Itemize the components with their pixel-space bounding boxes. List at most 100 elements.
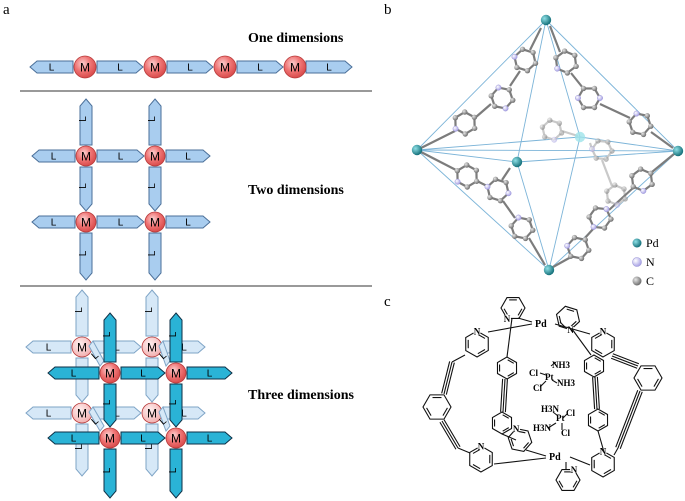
metal-node: M — [75, 145, 97, 167]
metal-label: M — [147, 341, 157, 355]
cage-structure — [411, 14, 684, 276]
carbon-atom — [497, 198, 504, 204]
carbon-atom — [648, 170, 654, 177]
pyridine-ring: N — [500, 297, 526, 324]
guest1-cl-bottom: Cl — [533, 383, 542, 393]
ligand-label: L — [114, 343, 120, 354]
metal-label: M — [80, 61, 90, 75]
carbon-atom — [547, 117, 553, 123]
metal-node: M — [143, 55, 167, 79]
carbon-atom — [640, 131, 647, 138]
ligand-left: L — [31, 215, 76, 229]
carbon-atom — [524, 68, 531, 74]
carbon-atom — [605, 139, 611, 145]
ligand-bridge: L — [166, 60, 214, 74]
metal-label: M — [150, 150, 160, 164]
carbon-atom — [514, 64, 520, 71]
panel-b-label: b — [384, 2, 392, 18]
ligand-label: L — [168, 331, 179, 337]
guest-complex-1: NH3 Cl Pt Cl NH3 — [529, 360, 576, 393]
nitrogen-atom — [495, 84, 502, 91]
metal-label: M — [105, 432, 115, 446]
ligand-label: L — [181, 409, 187, 420]
carbon-atom — [649, 181, 655, 187]
metal-node: M — [213, 55, 237, 79]
metal-label: M — [81, 216, 91, 230]
ligand-label: L — [74, 307, 85, 313]
legend-c-swatch — [632, 276, 642, 286]
nitrogen-atom — [454, 178, 461, 185]
cage-edge — [416, 149, 518, 163]
front-ligand-bottom: L — [102, 448, 117, 499]
back-ligand-right: L — [162, 406, 206, 420]
carbon-atom — [530, 227, 536, 233]
pd-bottom-label: Pd — [549, 452, 561, 463]
pyridine-ring — [496, 356, 518, 380]
carbon-atom — [573, 63, 579, 69]
ligand-label: L — [185, 218, 191, 229]
ligand-label: L — [46, 343, 52, 354]
cage-edge — [545, 19, 679, 152]
nitrogen-atom — [633, 110, 640, 117]
carbon-atom — [603, 156, 609, 162]
ligand-top: L — [147, 98, 162, 146]
carbon-atom — [464, 162, 470, 168]
guest1-cl-left: Cl — [529, 368, 538, 378]
carbon-atom — [622, 196, 628, 202]
front-ligand-top: L — [102, 312, 117, 363]
back-metal-node: M — [71, 402, 93, 424]
carbon-atom — [586, 214, 592, 220]
nitrogen-atom — [603, 206, 610, 213]
diagonal-ligand: L — [158, 405, 171, 433]
legend-n-swatch — [632, 257, 642, 267]
guest2-h3n-bottom: H3N — [533, 423, 552, 433]
carbon-atom — [564, 70, 571, 76]
back-ligand-bridge: L — [92, 340, 142, 354]
back-ligand-bridge-vertical: L — [74, 357, 89, 403]
n-label: N — [474, 327, 481, 337]
carbon-atom — [593, 155, 599, 161]
cage-edge — [416, 149, 550, 271]
guest1-nh3-top: NH3 — [552, 360, 571, 370]
back-ligand-bridge: L — [92, 406, 142, 420]
three-dimensions-title: Three dimensions — [248, 388, 354, 403]
back-ligand-bridge-vertical: L — [144, 357, 159, 403]
carbon-atom — [608, 216, 614, 222]
carbon-atom — [621, 186, 627, 192]
ligand-label: L — [158, 350, 170, 362]
ligand-label: L — [71, 434, 77, 445]
metal-label: M — [150, 61, 160, 75]
ligand-label: L — [118, 152, 124, 163]
nitrogen-atom — [564, 242, 571, 249]
legend-c-label: C — [646, 274, 654, 288]
carbon-atom — [592, 205, 599, 211]
front-ligand-bridge: L — [120, 431, 166, 445]
pyridine-ring: N — [591, 327, 615, 358]
carbon-atom — [637, 166, 644, 172]
front-ligand-bottom: L — [168, 448, 183, 499]
ligand-left: L — [31, 149, 76, 163]
carbon-atom — [572, 52, 578, 59]
metal-label: M — [77, 341, 87, 355]
cage-edge — [416, 19, 547, 151]
guest2-pt: Pt — [556, 413, 565, 423]
metal-node: M — [283, 55, 307, 79]
nitrogen-atom — [590, 223, 597, 230]
front-ligand-left: L — [47, 366, 100, 380]
pd-top-label: Pd — [535, 319, 547, 330]
ligand-bottom: L — [78, 232, 93, 281]
pyridine-ring: N — [555, 465, 581, 491]
carbon-atom — [558, 130, 565, 136]
ligand-label: L — [78, 116, 89, 122]
diagonal-ligand: L — [88, 406, 105, 432]
guest2-h3n-top: H3N — [541, 404, 560, 414]
carbon-atom — [648, 123, 654, 129]
nitrogen-atom — [614, 201, 621, 208]
ligand-label: L — [181, 343, 187, 354]
back-ligand-left: L — [25, 340, 72, 354]
palladium-atom — [540, 14, 552, 26]
ligand-label: L — [257, 63, 263, 74]
carbon-atom — [561, 48, 568, 54]
carbon-atom — [492, 176, 499, 182]
